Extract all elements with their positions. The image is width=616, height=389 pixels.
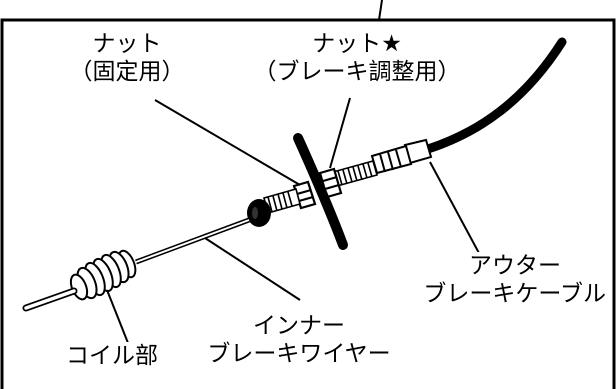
- label-nut-fixing-line1: ナット: [92, 31, 162, 57]
- label-inner-wire: インナー ブレーキワイヤー: [197, 312, 401, 368]
- coil-section: [69, 249, 137, 301]
- rubber-boot: [247, 199, 271, 227]
- label-nut-adjust: ナット★ （ブレーキ調整用）: [240, 30, 474, 86]
- frame-border: [0, 18, 616, 389]
- leader-inner-wire: [204, 237, 301, 301]
- label-outer-cable-line2: ブレーキケーブル: [423, 281, 606, 307]
- bracket-plate: [293, 133, 348, 250]
- label-inner-wire-line1: インナー: [253, 313, 345, 339]
- label-nut-adjust-line1: ナット★: [312, 31, 402, 57]
- label-nut-adjust-line2: （ブレーキ調整用）: [253, 59, 461, 85]
- wire-tail: [22, 287, 78, 312]
- inner-wire: [135, 217, 250, 265]
- leader-coil: [106, 289, 129, 344]
- label-nut-fixing-line2: （固定用）: [69, 59, 185, 85]
- leader-nut-fixing: [154, 99, 301, 186]
- label-coil: コイル部: [64, 342, 160, 370]
- leader-nut-adjust: [329, 97, 351, 169]
- frame-notch: [378, 0, 383, 21]
- threaded-adjuster-right: [332, 160, 378, 187]
- label-inner-wire-line2: ブレーキワイヤー: [207, 341, 391, 367]
- cable-end-fitting: [370, 138, 433, 175]
- leader-outer-cable: [429, 161, 481, 256]
- label-nut-fixing: ナット （固定用）: [55, 30, 199, 86]
- label-outer-cable-line1: アウター: [469, 253, 561, 279]
- label-outer-cable: アウター ブレーキケーブル: [402, 252, 608, 308]
- outer-cable: [423, 37, 567, 154]
